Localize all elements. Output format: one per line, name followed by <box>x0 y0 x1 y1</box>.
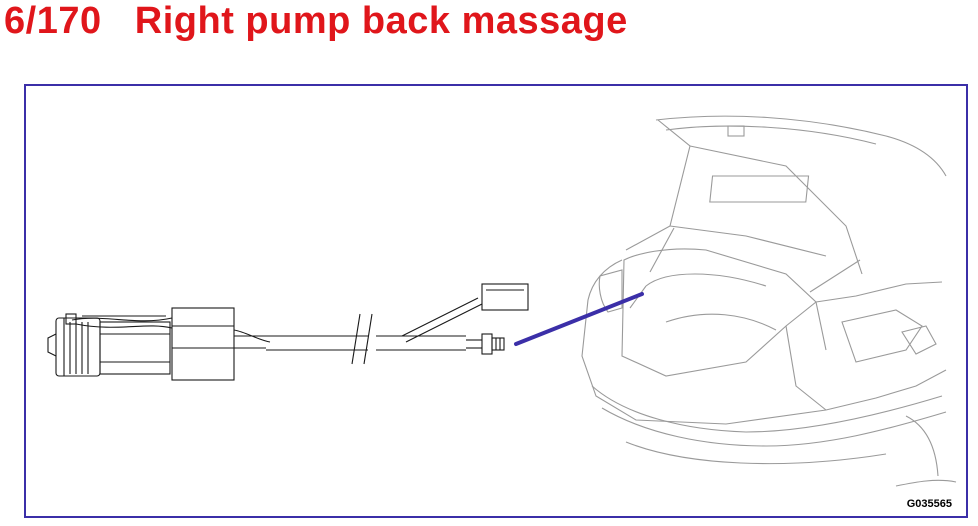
pointer-line <box>514 292 644 346</box>
page-title: 6/170 Right pump back massage <box>4 0 628 44</box>
trunk-lid-panel <box>709 175 810 203</box>
figure-code: G035565 <box>906 498 952 510</box>
page-number: 6/170 <box>4 0 102 42</box>
pump-assembly <box>47 307 271 381</box>
hose-fitting <box>481 333 493 355</box>
trunk-opening <box>621 248 817 377</box>
pump-body <box>99 321 171 375</box>
pump-bracket <box>171 307 235 381</box>
figure-frame: G035565 <box>24 84 968 518</box>
electrical-connector <box>481 283 529 311</box>
cable-harness <box>266 297 505 365</box>
page-heading: Right pump back massage <box>134 0 628 42</box>
right-tail-light <box>841 309 923 363</box>
break-mark-right <box>363 313 373 365</box>
break-mark-left <box>351 313 361 365</box>
pump-nozzle <box>47 333 57 357</box>
left-tail-light <box>598 269 623 313</box>
connector-housing <box>481 283 529 311</box>
car-rear-illustration <box>581 115 957 487</box>
diagram-illustration <box>47 115 957 487</box>
